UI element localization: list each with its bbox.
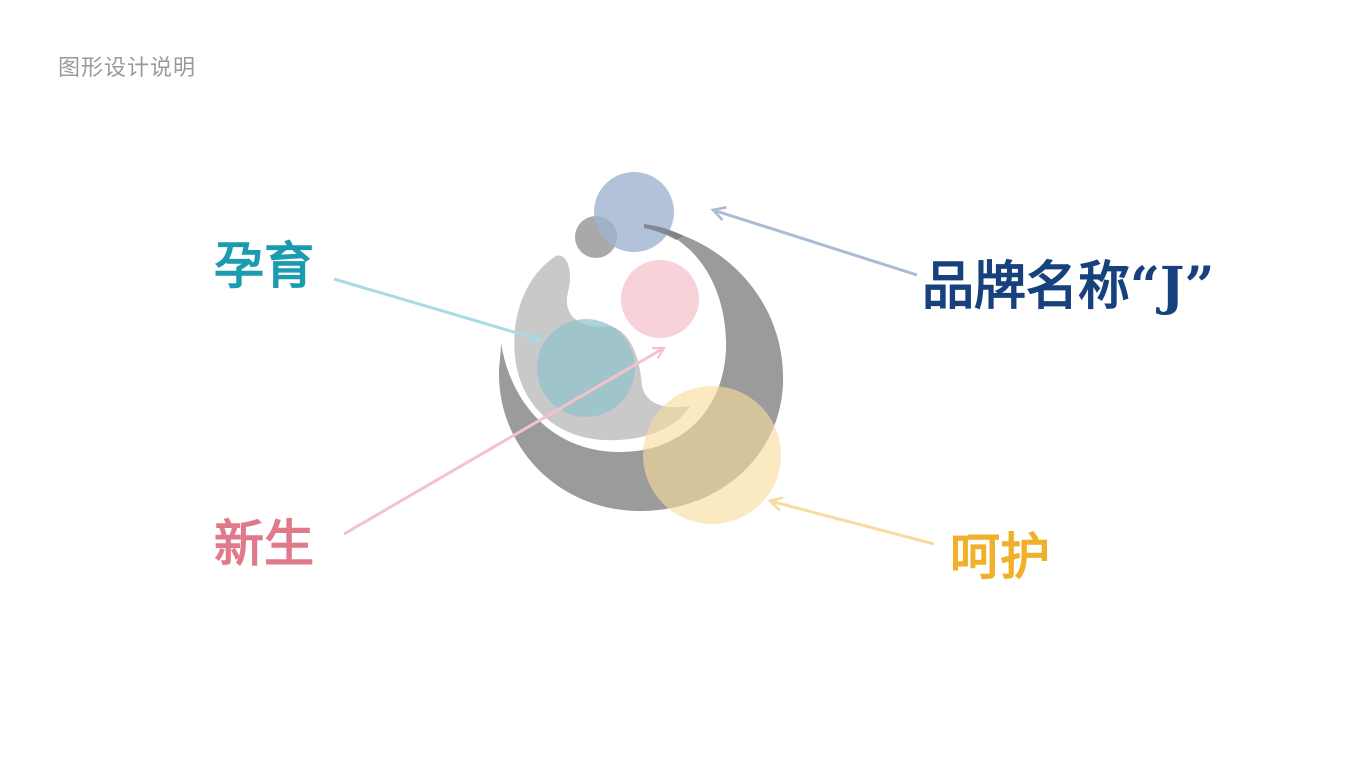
label-brand-name: 品牌名称“J” [922,256,1215,317]
arrow-brand [713,210,918,277]
teal-circle [537,319,635,417]
label-yunyu: 孕育 [214,236,314,295]
arrow-hehu [770,501,935,546]
label-hehu: 呵护 [950,527,1050,586]
yellow-circle [643,386,781,524]
arrow-yunyu [333,277,541,340]
page-title: 图形设计说明 [58,56,197,81]
crescent-tip [644,224,684,240]
arrow-xinsheng [343,346,664,536]
pink-circle [621,260,699,338]
blue-circle [594,172,674,252]
label-xinsheng: 新生 [214,514,314,573]
